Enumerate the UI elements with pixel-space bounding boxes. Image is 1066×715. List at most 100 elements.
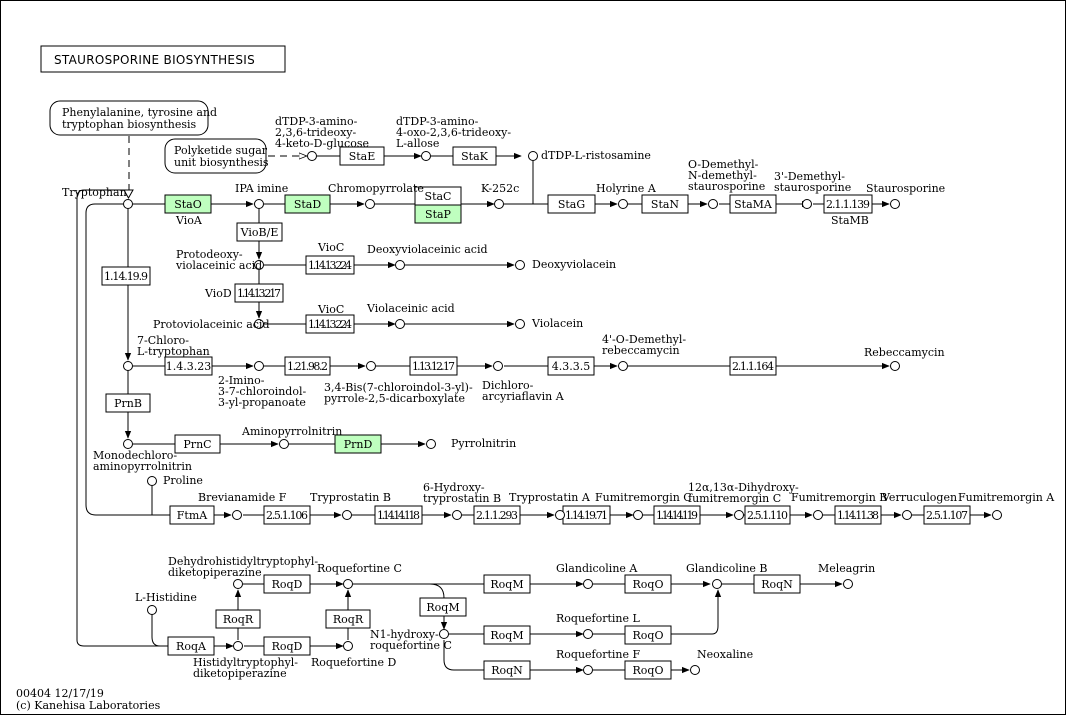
enzyme-box-e211293[interactable]: 2.1.1.293 [473, 505, 521, 525]
compound-node[interactable] [452, 510, 462, 520]
compound-label-3dm[interactable]: 3'-Demethyl-staurosporine [774, 170, 851, 194]
enzyme-box-e121982[interactable]: 1.21.98.2 [284, 356, 331, 376]
enzyme-box-e1141138[interactable]: 1.14.11.38 [834, 505, 882, 525]
enzyme-box-roqm1[interactable]: RoqM [483, 574, 531, 594]
compound-label-verru[interactable]: Verruculogen [881, 491, 957, 504]
enzyme-box-roqo3[interactable]: RoqO [624, 660, 672, 680]
compound-label-mono[interactable]: Monodechloro-aminopyrrolnitrin [93, 449, 192, 473]
compound-label-lhis[interactable]: L-Histidine [135, 591, 197, 604]
enzyme-box-stad[interactable]: StaD [284, 194, 331, 214]
enzyme-box-stao[interactable]: StaO [164, 194, 212, 214]
compound-node[interactable] [395, 319, 405, 329]
compound-node[interactable] [147, 476, 157, 486]
compound-label-odmn[interactable]: O-Demethyl-N-demethyl-staurosporine [688, 158, 765, 193]
enzyme-box-viobe[interactable]: VioB/E [236, 222, 283, 242]
compound-node[interactable] [734, 510, 744, 520]
compound-node[interactable] [233, 579, 243, 589]
compound-label-trp[interactable]: Tryptophan [62, 186, 127, 199]
compound-label-fumB[interactable]: Fumitremorgin B [791, 491, 887, 504]
enzyme-box-roqr2[interactable]: RoqR [325, 609, 371, 629]
compound-label-proline[interactable]: Proline [163, 474, 203, 487]
compound-node[interactable] [123, 199, 133, 209]
enzyme-box-stan[interactable]: StaN [641, 194, 689, 214]
enzyme-box-stac[interactable]: StaC [414, 186, 462, 206]
compound-label-glaB[interactable]: Glandicoline B [686, 562, 768, 575]
compound-label-deoxyvioacid[interactable]: Deoxyviolaceinic acid [367, 243, 488, 256]
enzyme-box-roqo2[interactable]: RoqO [624, 625, 672, 645]
enzyme-box-e114199[interactable]: 1.14.19.9 [101, 266, 151, 286]
compound-label-neox[interactable]: Neoxaline [697, 648, 753, 661]
compound-label-chromo[interactable]: Chromopyrrolate [328, 182, 424, 195]
enzyme-box-roqd1[interactable]: RoqD [263, 574, 311, 594]
enzyme-box-stap[interactable]: StaP [414, 204, 462, 224]
compound-node[interactable] [232, 510, 242, 520]
compound-label-vioD[interactable]: VioD [204, 287, 232, 300]
compound-node[interactable] [555, 510, 565, 520]
enzyme-box-roqr1[interactable]: RoqR [215, 609, 261, 629]
compound-node[interactable] [254, 361, 264, 371]
compound-label-dtdpAll[interactable]: dTDP-3-amino-4-oxo-2,3,6-trideoxy-L-allo… [396, 115, 511, 150]
compound-label-stauro[interactable]: Staurosporine [866, 182, 945, 195]
enzyme-box-e211164[interactable]: 2.1.1.164 [729, 356, 777, 376]
compound-label-4odm[interactable]: 4'-O-Demethyl-rebeccamycin [602, 333, 686, 357]
compound-node[interactable] [493, 361, 503, 371]
compound-node[interactable] [233, 641, 243, 651]
compound-label-fumA[interactable]: Fumitremorgin A [958, 491, 1055, 504]
compound-label-2imino[interactable]: 2-Imino-3-7-chloroindol-3-yl-propanoate [218, 374, 306, 409]
compound-node[interactable] [583, 579, 593, 589]
compound-label-htdk[interactable]: Histidyltryptophyl-diketopiperazine [193, 656, 298, 680]
compound-node[interactable] [254, 260, 264, 270]
enzyme-box-roqn1[interactable]: RoqN [753, 574, 801, 594]
enzyme-box-e1141324a[interactable]: 1.14.13.224 [305, 255, 355, 275]
enzyme-box-stama[interactable]: StaMA [729, 194, 777, 214]
compound-node[interactable] [123, 361, 133, 371]
compound-label-k252c[interactable]: K-252c [481, 182, 519, 195]
enzyme-box-e21139[interactable]: 2.1.1.139 [823, 194, 873, 214]
compound-label-brevi[interactable]: Brevianamide F [198, 491, 287, 504]
compound-node[interactable] [618, 199, 628, 209]
compound-label-dtdpRis[interactable]: dTDP-L-ristosamine [541, 149, 651, 162]
compound-node[interactable] [395, 260, 405, 270]
compound-label-deoxyvio[interactable]: Deoxyviolacein [532, 258, 616, 271]
compound-node[interactable] [515, 319, 525, 329]
enzyme-box-e1131217[interactable]: 1.13.12.17 [409, 356, 458, 376]
compound-node[interactable] [708, 199, 718, 209]
compound-label-melea[interactable]: Meleagrin [818, 562, 875, 575]
compound-label-7cltrp[interactable]: 7-Chloro-L-tryptophan [137, 334, 210, 358]
enzyme-box-stag[interactable]: StaG [547, 194, 596, 214]
map-link-polyketide[interactable]: Polyketide sugar unit biosynthesis [164, 138, 269, 174]
compound-node[interactable] [813, 510, 823, 520]
enzyme-box-roqa[interactable]: RoqA [167, 636, 215, 656]
compound-node[interactable] [843, 579, 853, 589]
compound-label-protovio[interactable]: Protoviolaceinic acid [153, 318, 269, 331]
enzyme-box-e251107[interactable]: 2.5.1.107 [923, 505, 971, 525]
compound-node[interactable] [890, 199, 900, 209]
compound-label-bis[interactable]: 3,4-Bis(7-chloroindol-3-yl)-pyrrole-2,5-… [324, 381, 473, 405]
enzyme-box-e1141324b[interactable]: 1.14.13.224 [305, 314, 355, 334]
enzyme-box-e11414119[interactable]: 1.14.14.119 [653, 505, 701, 525]
enzyme-box-ftma[interactable]: FtmA [169, 505, 215, 525]
enzyme-box-e251110[interactable]: 2.5.1.110 [744, 505, 791, 525]
compound-node[interactable] [342, 510, 352, 520]
compound-label-roqD[interactable]: Roquefortine D [311, 656, 397, 669]
compound-label-protodeoxy[interactable]: Protodeoxy-violaceinic acid [175, 248, 262, 272]
compound-node[interactable] [254, 319, 264, 329]
compound-node[interactable] [802, 199, 812, 209]
compound-label-dichloro[interactable]: Dichloro-arcyriaflavin A [482, 379, 565, 403]
enzyme-box-roqd2[interactable]: RoqD [263, 636, 311, 656]
compound-node[interactable] [279, 439, 289, 449]
compound-node[interactable] [890, 361, 900, 371]
compound-node[interactable] [254, 199, 264, 209]
compound-node[interactable] [123, 439, 133, 449]
compound-label-trypA[interactable]: Tryprostatin A [509, 491, 591, 504]
compound-node[interactable] [618, 361, 628, 371]
enzyme-box-stae[interactable]: StaE [339, 146, 385, 166]
compound-node[interactable] [992, 510, 1002, 520]
compound-node[interactable] [426, 439, 436, 449]
compound-node[interactable] [494, 199, 504, 209]
compound-label-staMB[interactable]: StaMB [831, 214, 869, 227]
compound-label-6oh[interactable]: 6-Hydroxy-tryprostatin B [423, 481, 501, 505]
compound-label-roqL[interactable]: Roquefortine L [556, 612, 641, 625]
compound-node[interactable] [421, 151, 431, 161]
enzyme-box-e11413217[interactable]: 1.14.13.217 [234, 283, 284, 303]
